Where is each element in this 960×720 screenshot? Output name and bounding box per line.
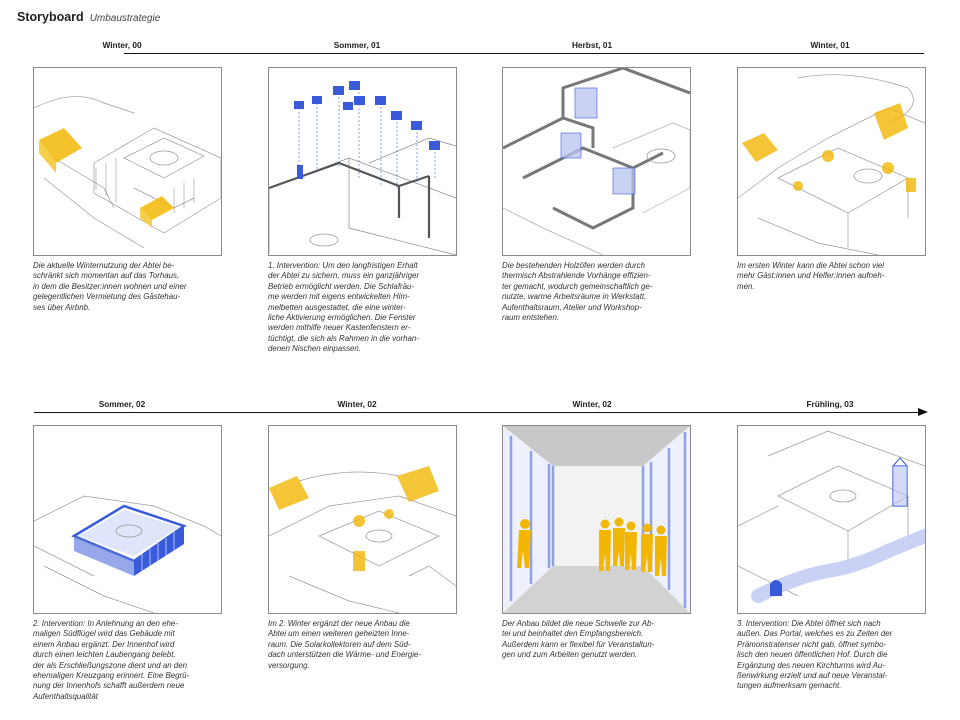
page-subtitle: Umbaustrategie	[89, 13, 161, 24]
illustration-portal-kirchturm	[737, 425, 926, 614]
caption-sommer-02: 2. Intervention: In Anlehnung an den ehe…	[33, 619, 190, 701]
illustration-torhaus	[33, 67, 222, 256]
timeline-arrow-icon	[918, 408, 928, 416]
illustration-winter-02-solar	[268, 425, 457, 614]
page-title: Storyboard	[17, 10, 84, 24]
illustration-himmelbetten	[268, 67, 457, 256]
page-header: Storyboard Umbaustrategie	[17, 10, 160, 24]
illustration-anbau-laubengang	[33, 425, 222, 614]
caption-fruehling-03: 3. Intervention: Die Abtei öffnet sich n…	[737, 619, 893, 691]
row1-label-4: Winter, 01	[810, 40, 850, 50]
row2-label-4: Frühling, 03	[806, 399, 854, 409]
timeline-line-1	[124, 53, 924, 54]
caption-winter-02-interior: Der Anbau bildet die neue Schwelle zur A…	[502, 619, 655, 660]
caption-winter-00: Die aktuelle Winternutzung der Abtei be-…	[33, 261, 187, 312]
caption-herbst-01: Die bestehenden Holzöfen werden durch th…	[502, 261, 653, 323]
row2-label-2: Winter, 02	[337, 399, 377, 409]
illustration-winter-01	[737, 67, 926, 256]
row1-label-3: Herbst, 01	[571, 40, 613, 50]
caption-winter-01: Im ersten Winter kann die Abtei schon vi…	[737, 261, 885, 291]
row1-label-1: Winter, 00	[102, 40, 142, 50]
caption-winter-02: Im 2. Winter ergänzt der neue Anbau die …	[268, 619, 422, 670]
row1-label-2: Sommer, 01	[333, 40, 381, 50]
illustration-holzoefen	[502, 67, 691, 256]
timeline-line-2	[34, 412, 920, 413]
illustration-empfangsbereich	[502, 425, 691, 614]
caption-sommer-01: 1. Intervention: Um den langfristigen Er…	[268, 261, 420, 354]
row2-label-3: Winter, 02	[572, 399, 612, 409]
row2-label-1: Sommer, 02	[98, 399, 146, 409]
